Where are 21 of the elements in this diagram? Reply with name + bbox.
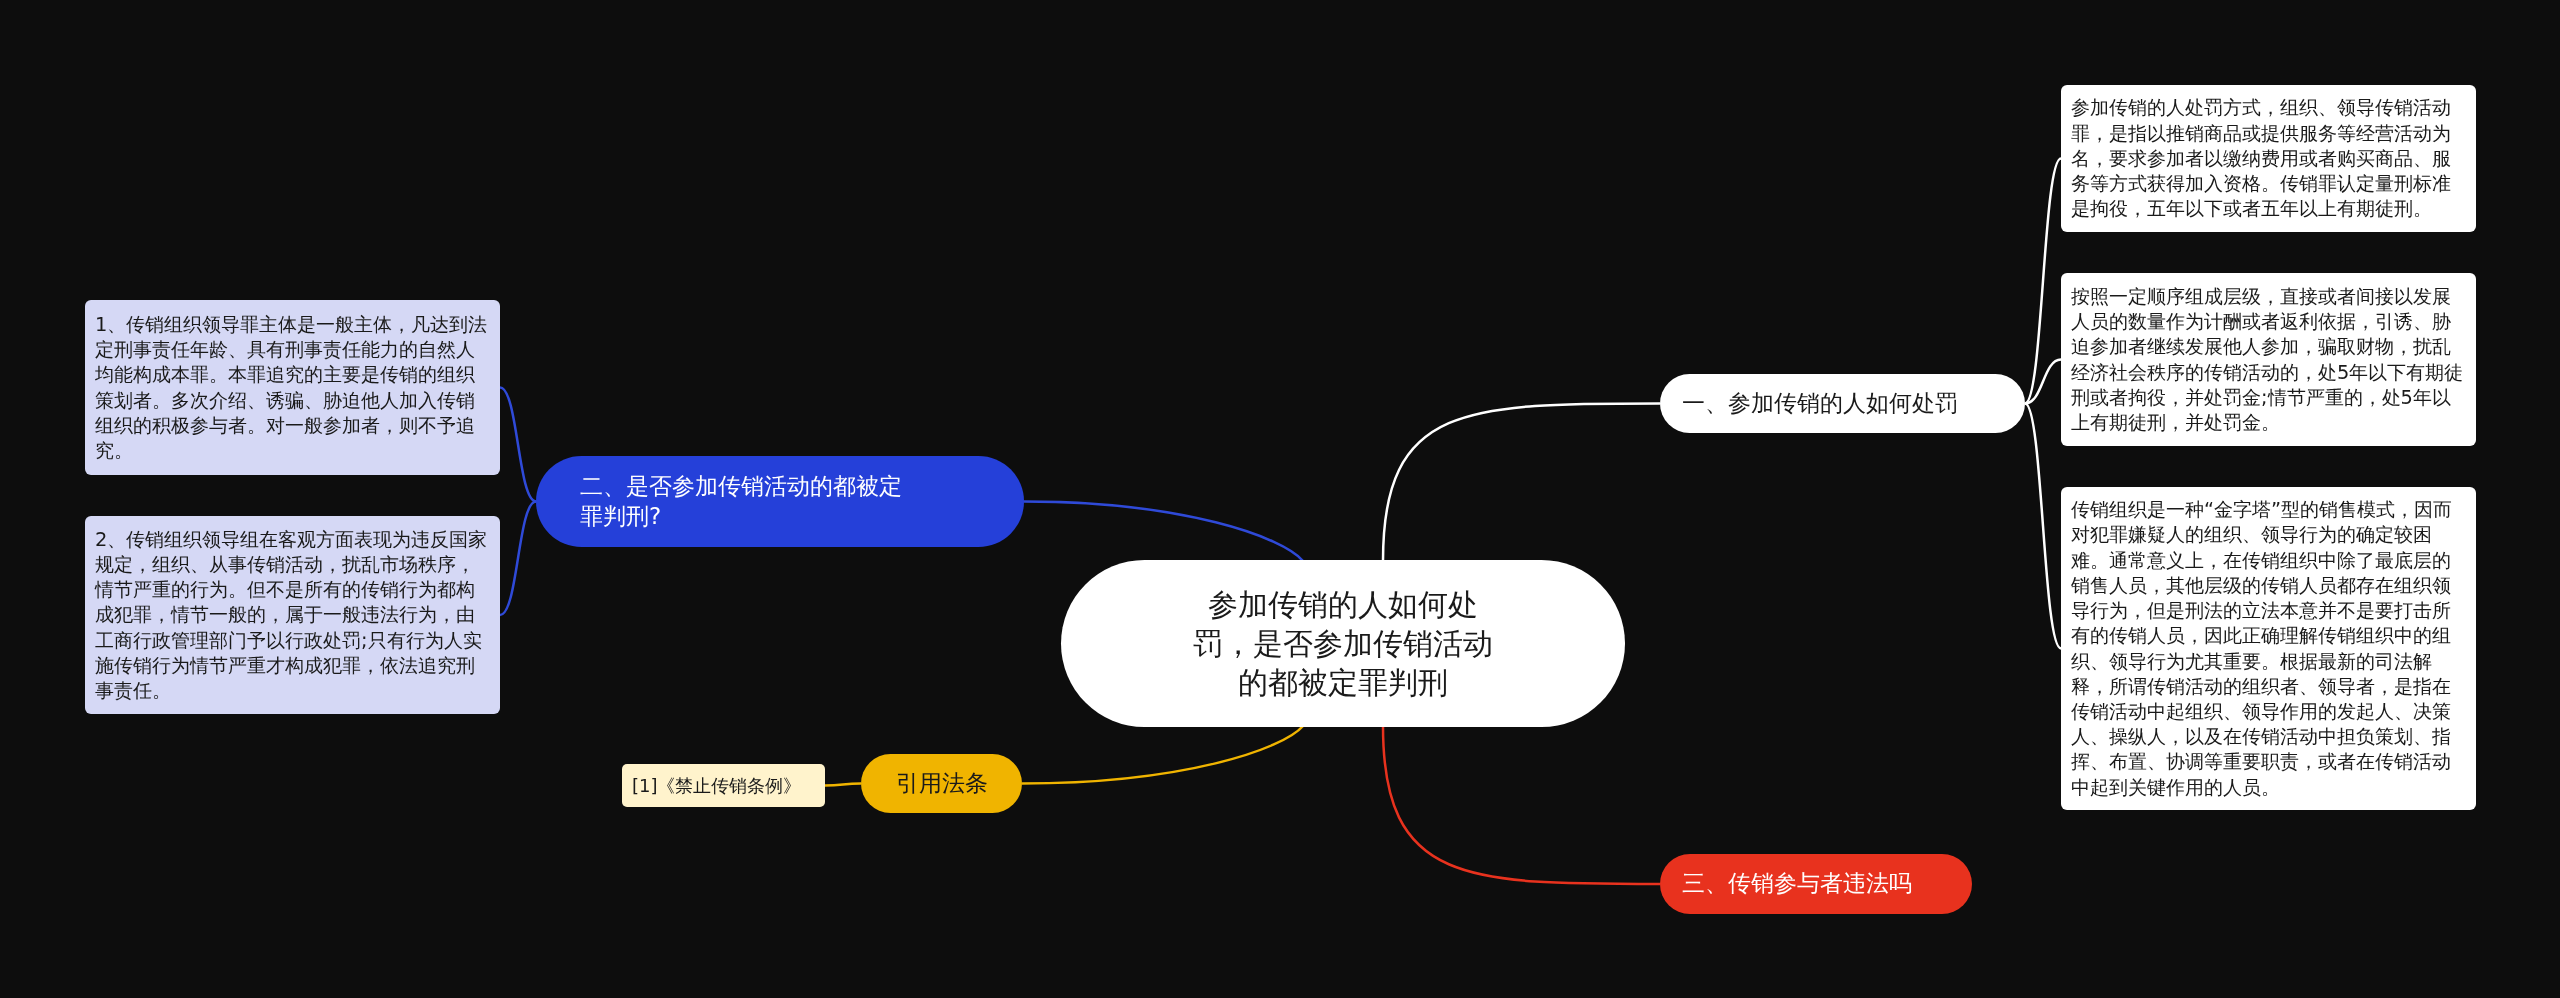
connector-line: [1381, 402, 1660, 562]
topic-pill: 二、是否参加传销活动的都被定罪判刑?: [536, 456, 1024, 547]
connector-line: [1021, 725, 1304, 785]
note-box: 2、传销组织领导组在客观方面表现为违反国家规定，组织、从事传销活动，扰乱市场秩序，情节严重的行为。但不是所有的传销行为都构成犯罪，情节一般的，属于一般违法行为，由工商行政管理部门予以行政处罚;只有行为人实施传销行为情节严重才构成犯罪，依法追究刑事责任。: [85, 516, 500, 714]
connector-line: [2024, 157, 2062, 405]
connector-line: [499, 386, 537, 503]
reference-tag: [1]《禁止传销条例》: [622, 764, 825, 807]
note-box: 传销组织是一种“金字塔”型的销售模式，因而对犯罪嫌疑人的组织、领导行为的确定较困难。通常意义上，在传销组织中除了最底层的销售人员，其他层级的传销人员都存在组织领导行为，但是刑法的立法本意并不是要打击所有的传销人员，因此正确理解传销组织中的组织、领导行为尤其重要。根据最新的司法解释，所谓传销活动的组织者、领导者，是指在传销活动中起组织、领导作用的发起人、决策人、操纵人，以及在传销活动中担负策划、指挥、布置、协调等重要职责，或者在传销活动中起到关键作用的人员。: [2061, 487, 2476, 810]
note-box: 1、传销组织领导罪主体是一般主体，凡达到法定刑事责任年龄、具有刑事责任能力的自然人均能构成本罪。本罪追究的主要是传销的组织策划者。多次介绍、诱骗、胁迫他人加入传销组织的积极参与者。对一般参加者，则不予追究。: [85, 300, 500, 475]
connector-line: [1381, 725, 1660, 886]
connector-line: [2024, 402, 2062, 650]
connector-line: [499, 500, 537, 617]
note-box: 参加传销的人处罚方式，组织、领导传销活动罪，是指以推销商品或提供服务等经营活动为名，要求参加者以缴纳费用或者购买商品、服务等方式获得加入资格。传销罪认定量刑标准是拘役，五年以下或者五年以上有期徒刑。: [2061, 85, 2476, 232]
topic-pill: 一、参加传销的人如何处罚: [1660, 374, 2025, 433]
connector-line: [2024, 358, 2062, 405]
topic-pill: 引用法条: [861, 754, 1022, 813]
central-topic-bubble: 参加传销的人如何处罚，是否参加传销活动的都被定罪判刑: [1061, 560, 1625, 727]
connector-line: [825, 782, 861, 787]
topic-pill: 三、传销参与者违法吗: [1660, 854, 1972, 914]
note-box: 按照一定顺序组成层级，直接或者间接以发展人员的数量作为计酬或者返利依据，引诱、胁迫参加者继续发展他人参加，骗取财物，扰乱经济社会秩序的传销活动的，处5年以下有期徒刑或者拘役，并处罚金;情节严重的，处5年以上有期徒刑，并处罚金。: [2061, 273, 2476, 446]
connector-line: [1023, 500, 1304, 562]
